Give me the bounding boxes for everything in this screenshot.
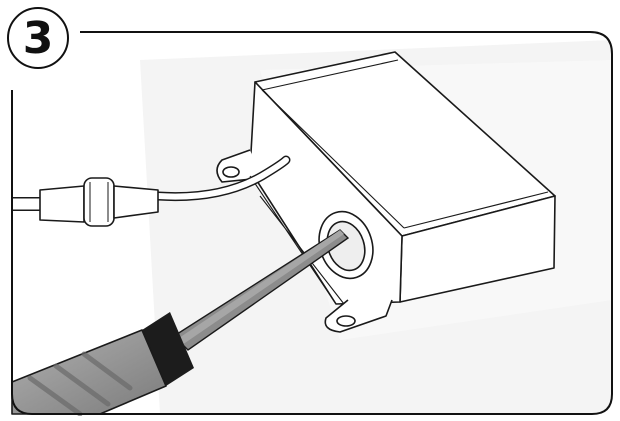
cable-connector (12, 155, 291, 227)
screwdriver-handle (11, 329, 167, 415)
panel-frame (11, 31, 613, 415)
step-badge (7, 7, 69, 69)
grip-band (142, 312, 194, 386)
screwdriver (11, 229, 350, 417)
junction-box (216, 51, 556, 333)
